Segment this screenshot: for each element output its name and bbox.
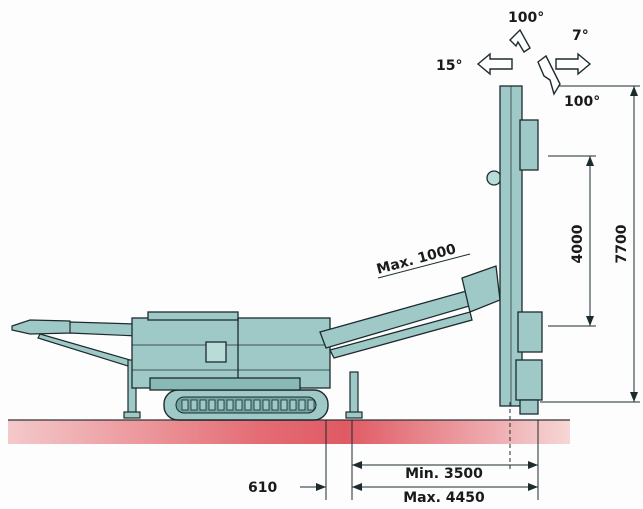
crawler-track [163,389,329,421]
angle-label-right-small: 7° [572,28,589,44]
ground-strip [8,419,570,444]
boom-extension-label: Max. 1000 [375,241,458,278]
track-shoe [208,399,216,411]
track-shoe [298,399,306,411]
track-shoe [226,399,234,411]
track-shoe [271,399,279,411]
offset-label: 610 [248,480,277,496]
right-arrow-icon [555,52,592,76]
angle-label-right: 100° [564,94,600,110]
track-shoe [253,399,261,411]
left-arrow-icon [476,52,513,76]
track-shoe [262,399,270,411]
reach-min-label: Min. 3500 [405,466,483,482]
track-shoe [199,399,207,411]
track-shoe [235,399,243,411]
angle-label-left: 15° [436,58,462,74]
track-shoe [217,399,225,411]
tilt-down-arrow-icon [537,54,561,96]
angle-label-top: 100° [508,10,544,26]
dimension-lines [300,85,640,500]
track-shoe [181,399,189,411]
track-shoe [244,399,252,411]
feed-mast [499,85,543,415]
machine-body [131,311,331,391]
swing-arrows [476,28,592,96]
track-shoe [289,399,297,411]
rear-outrigger [11,319,139,367]
reach-max-label: Max. 4450 [403,490,485,506]
feed-travel-label: 4000 [570,224,586,263]
tilt-up-arrow-icon [509,28,531,53]
total-height-label: 7700 [614,224,630,263]
track-shoe [190,399,198,411]
track-shoe [280,399,288,411]
track-shoe [307,399,315,411]
dimension-arrowheads [316,86,638,491]
drill-boom [319,170,502,359]
